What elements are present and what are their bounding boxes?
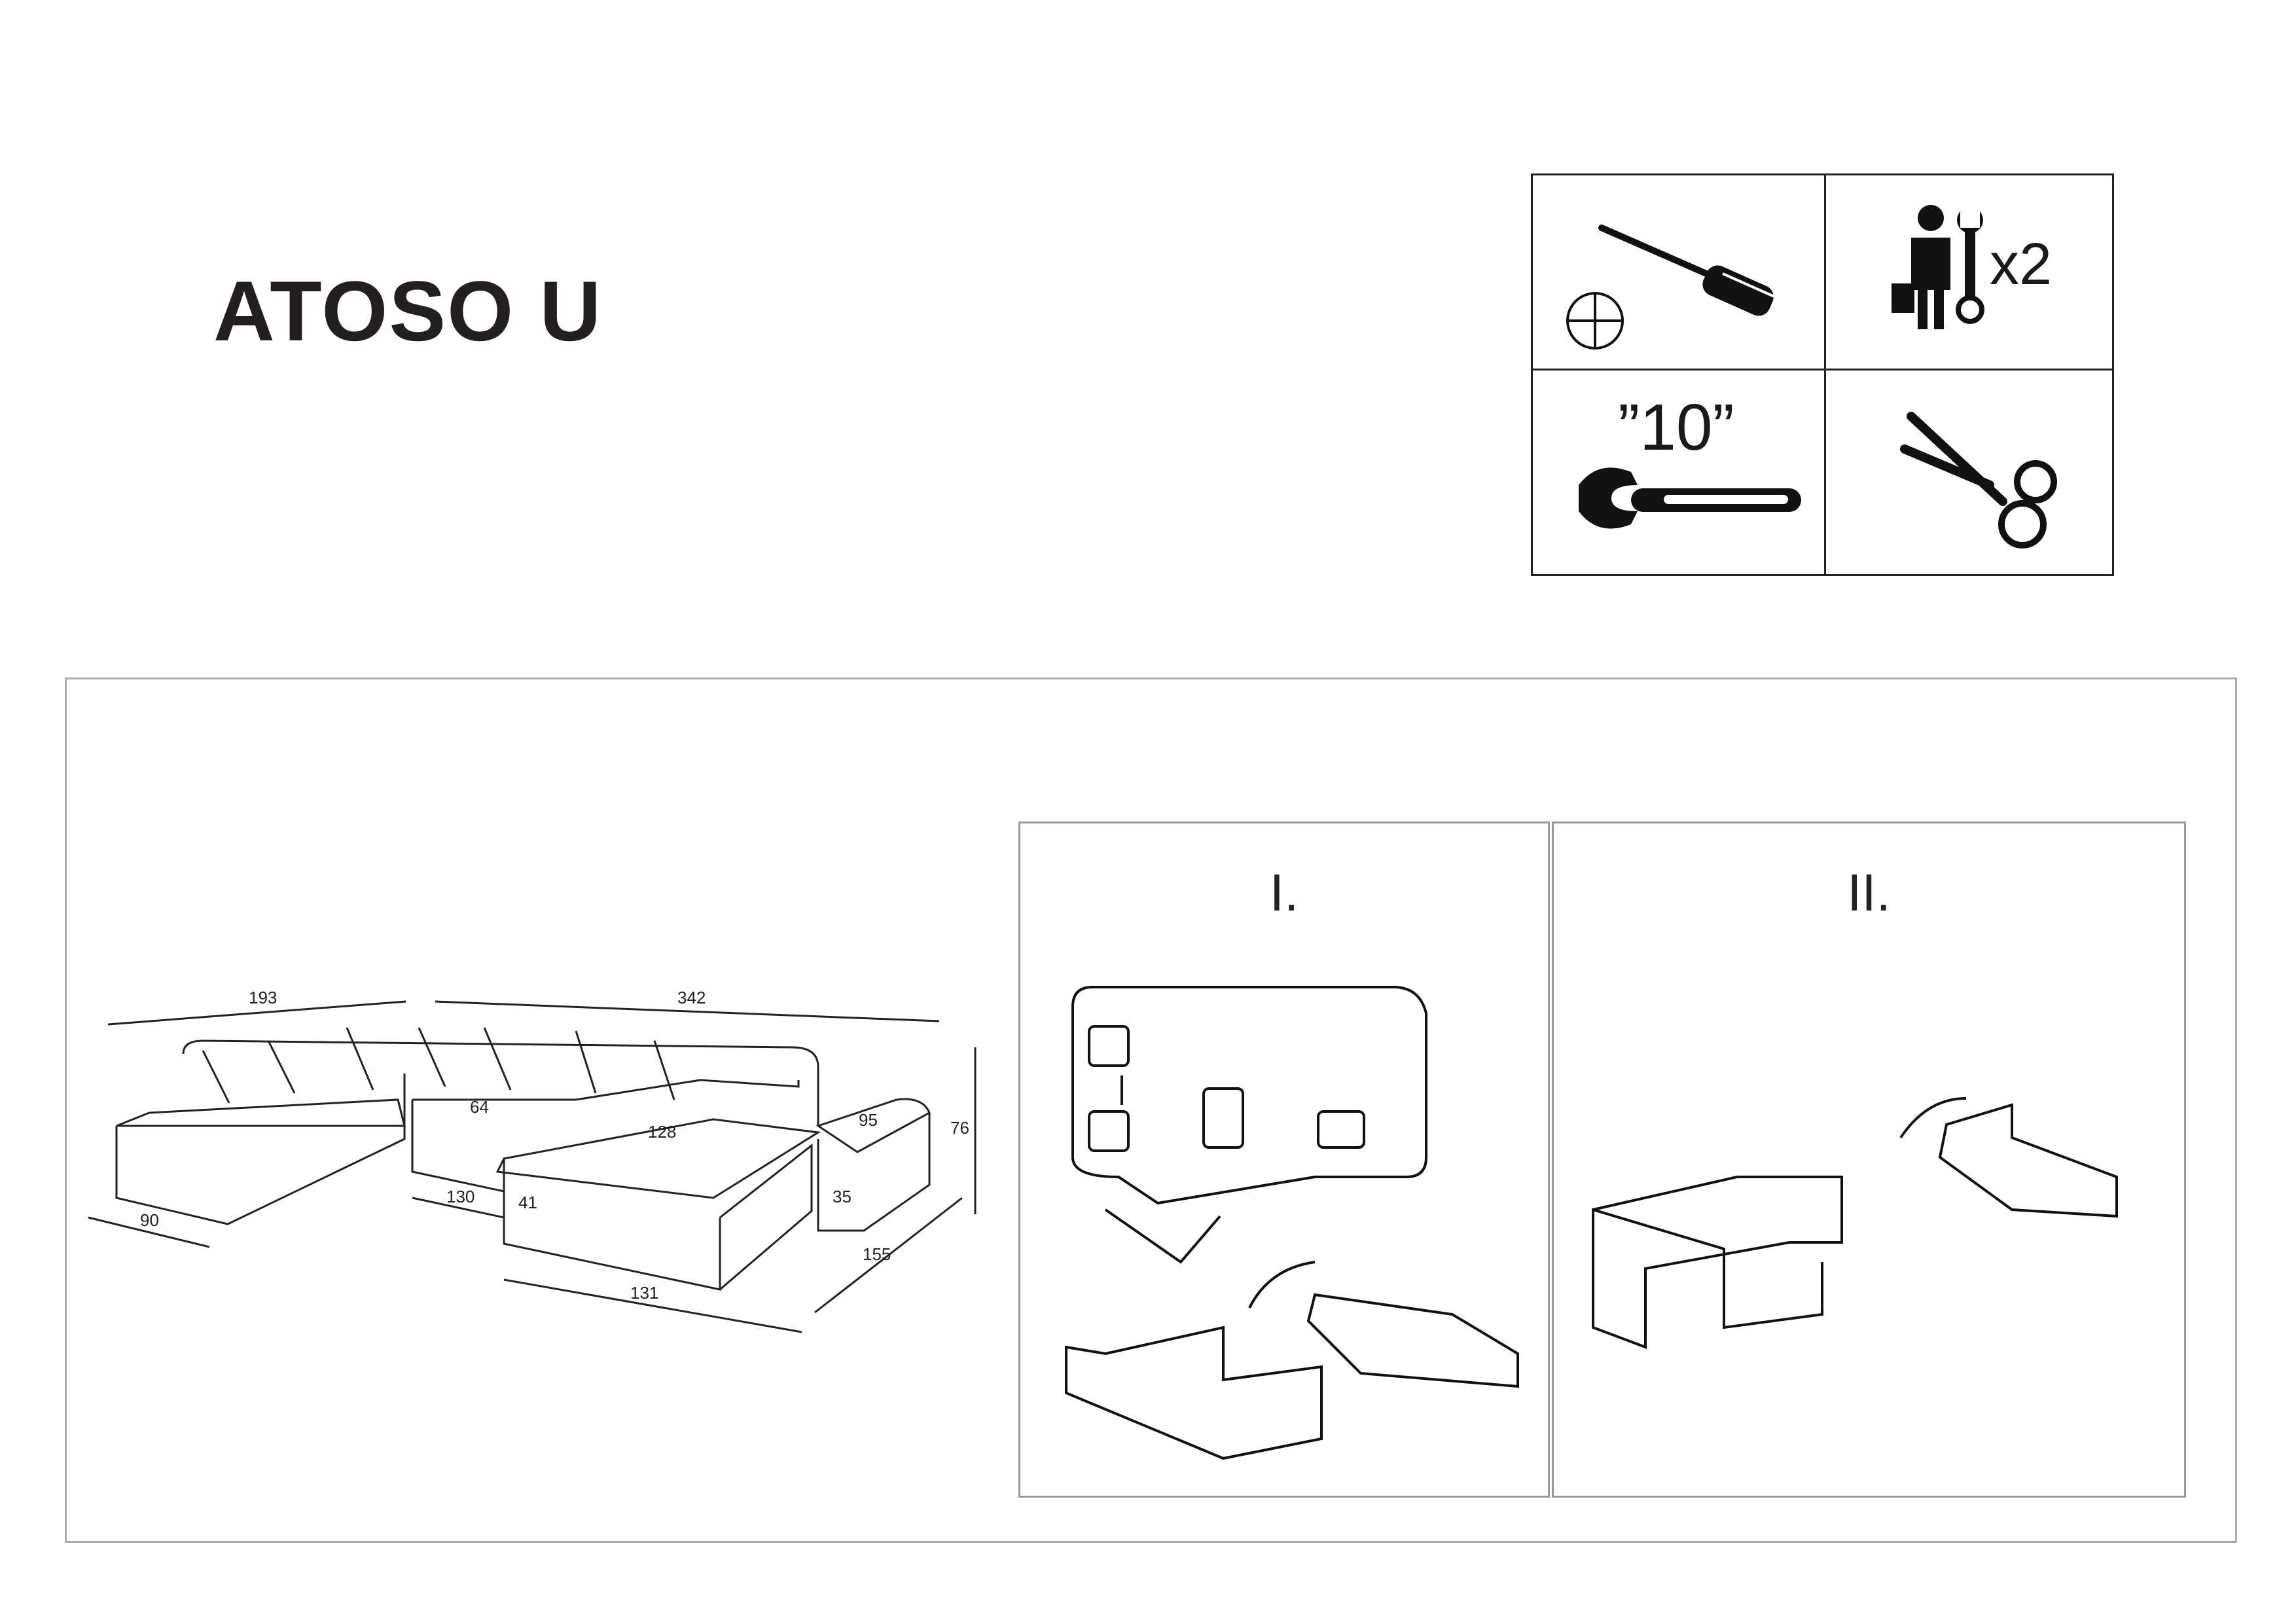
hardware-callout xyxy=(1071,986,1427,1205)
sofa-section-left xyxy=(1065,1326,1323,1460)
step-1-illustration xyxy=(1065,986,1519,1460)
phillips-screwdriver-icon xyxy=(1566,225,1782,350)
tool-cell-wrench: ”10” xyxy=(1533,370,1824,578)
tool-cell-workers: x2 xyxy=(1826,175,2116,369)
dimension-label: 41 xyxy=(518,1193,537,1212)
assembly-frame xyxy=(65,677,2237,1543)
dimension-label: 131 xyxy=(630,1283,658,1303)
dimension-label: 130 xyxy=(446,1187,475,1206)
product-title: ATOSO U xyxy=(213,263,603,359)
dimension-label: 95 xyxy=(859,1110,878,1130)
wrench-size: ”10” xyxy=(1618,391,1734,464)
dimension-label: 76 xyxy=(950,1118,969,1138)
step-label: I. xyxy=(1269,863,1299,922)
worker-count: x2 xyxy=(1990,232,2053,297)
sofa-outline xyxy=(88,1000,977,1333)
dimension-label: 64 xyxy=(470,1097,489,1117)
sofa-section-right xyxy=(1938,1103,2118,1218)
step-panel-1: I. xyxy=(1018,821,1550,1498)
tool-cell-scissors xyxy=(1826,370,2116,578)
sofa-section-left xyxy=(1592,1176,1843,1349)
worker-icon xyxy=(1892,205,1984,329)
step-2-illustration xyxy=(1592,1097,2118,1349)
divider xyxy=(1824,175,1826,574)
dimension-label: 193 xyxy=(249,988,277,1007)
step-panel-2: II. xyxy=(1552,821,2186,1498)
dimension-label: 155 xyxy=(863,1244,891,1264)
dimension-label: 342 xyxy=(677,988,706,1007)
dimension-label: 35 xyxy=(833,1187,852,1206)
dimension-label: 90 xyxy=(140,1210,159,1230)
sofa-section-right xyxy=(1306,1293,1519,1388)
scissors-icon xyxy=(1900,412,2057,549)
dimension-label: 128 xyxy=(648,1122,676,1142)
adjustable-wrench-icon xyxy=(1579,467,1801,529)
step-label: II. xyxy=(1847,863,1891,922)
tools-required-box: x2 ”10” xyxy=(1531,173,2114,576)
tool-cell-screwdriver xyxy=(1533,175,1824,369)
divider xyxy=(1533,369,2112,370)
